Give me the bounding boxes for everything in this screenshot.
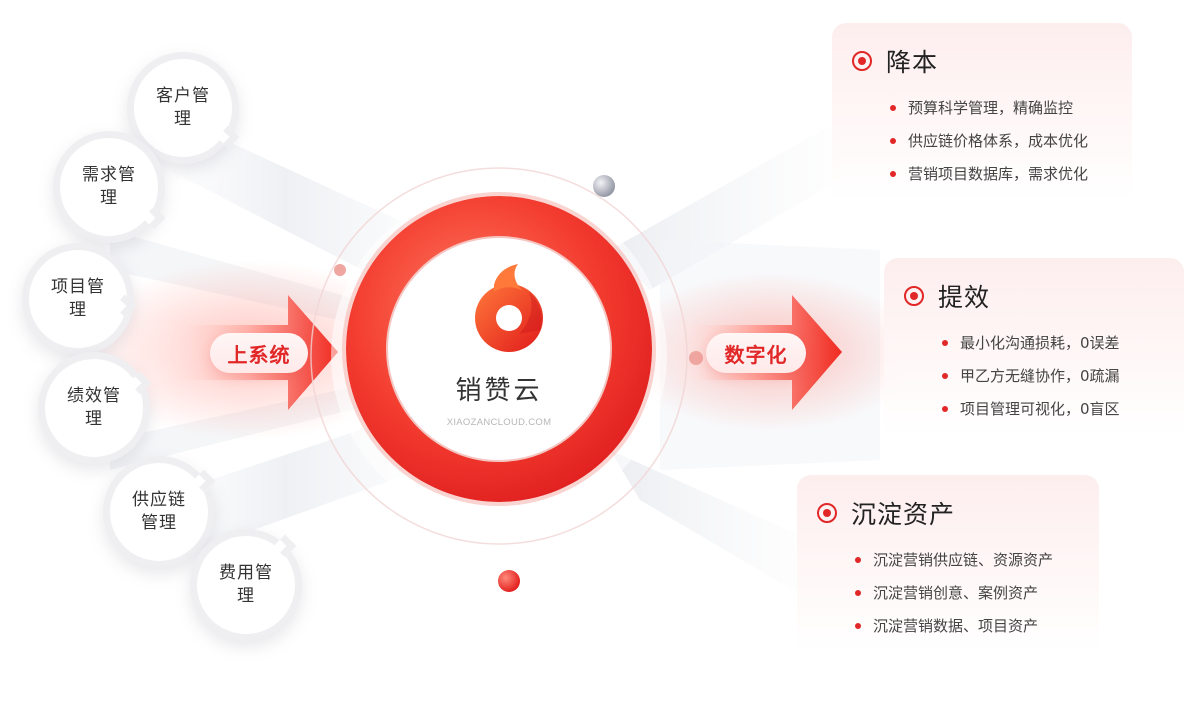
bullet-dot bbox=[855, 589, 861, 596]
band-left-upper bbox=[150, 110, 420, 300]
module-bubble-demand: 需求管理 bbox=[53, 131, 166, 243]
module-label: 费用管理 bbox=[219, 563, 273, 606]
bullet-dot bbox=[942, 405, 948, 412]
card-header: 提效 bbox=[904, 278, 990, 314]
module-bubble-performance: 绩效管理 bbox=[38, 352, 152, 464]
module-label: 客户管理 bbox=[156, 86, 210, 129]
arrow-label-left: 上系统 bbox=[210, 333, 308, 373]
bullet-dot bbox=[942, 339, 948, 346]
orbit-ball-red bbox=[498, 570, 520, 592]
benefit-card-cost: 降本 预算科学管理，精确监控 供应链价格体系，成本优化 营销项目数据库，需求优化 bbox=[832, 23, 1132, 201]
brand-logo-icon bbox=[475, 264, 543, 352]
bullet-dot bbox=[890, 170, 896, 177]
card-item: 项目管理可视化，0盲区 bbox=[942, 392, 1120, 425]
module-label: 需求管理 bbox=[82, 165, 136, 208]
card-item: 甲乙方无缝协作，0疏漏 bbox=[942, 359, 1120, 392]
card-item-text: 项目管理可视化，0盲区 bbox=[960, 400, 1120, 418]
card-item-text: 沉淀营销供应链、资源资产 bbox=[873, 551, 1054, 569]
outer-orbit bbox=[310, 167, 688, 545]
card-item-text: 最小化沟通损耗，0误差 bbox=[960, 334, 1120, 352]
card-item: 沉淀营销创意、案例资产 bbox=[855, 576, 1053, 609]
card-title: 降本 bbox=[886, 48, 939, 77]
band-right-lower bbox=[610, 450, 810, 600]
card-item: 预算科学管理，精确监控 bbox=[890, 91, 1088, 124]
card-item-text: 沉淀营销创意、案例资产 bbox=[873, 584, 1039, 602]
card-item: 沉淀营销供应链、资源资产 bbox=[855, 543, 1053, 576]
card-item-text: 甲乙方无缝协作，0疏漏 bbox=[960, 367, 1120, 385]
card-item: 沉淀营销数据、项目资产 bbox=[855, 609, 1053, 642]
brand-name: 销赞云 bbox=[455, 376, 543, 406]
card-title: 沉淀资产 bbox=[851, 500, 956, 529]
module-label: 项目管理 bbox=[51, 277, 105, 320]
card-list: 预算科学管理，精确监控 供应链价格体系，成本优化 营销项目数据库，需求优化 bbox=[890, 91, 1088, 190]
target-icon bbox=[904, 286, 924, 306]
module-bubble-expense: 费用管理 bbox=[190, 529, 302, 641]
benefit-card-efficiency: 提效 最小化沟通损耗，0误差 甲乙方无缝协作，0疏漏 项目管理可视化，0盲区 bbox=[884, 258, 1184, 436]
card-item: 营销项目数据库，需求优化 bbox=[890, 157, 1088, 190]
bullet-dot bbox=[855, 556, 861, 563]
orbit-ball-pink-right bbox=[689, 351, 703, 365]
module-label: 供应链管理 bbox=[132, 490, 186, 533]
bullet-dot bbox=[942, 372, 948, 379]
card-item-text: 沉淀营销数据、项目资产 bbox=[873, 617, 1039, 635]
bullet-dot bbox=[855, 622, 861, 629]
brand-block: 销赞云 XIAOZANCLOUD.COM bbox=[441, 265, 557, 435]
benefit-card-assets: 沉淀资产 沉淀营销供应链、资源资产 沉淀营销创意、案例资产 沉淀营销数据、项目资… bbox=[797, 475, 1099, 653]
bullet-dot bbox=[890, 104, 896, 111]
bullet-dot bbox=[890, 137, 896, 144]
card-item: 供应链价格体系，成本优化 bbox=[890, 124, 1088, 157]
orbit-ball-gray bbox=[593, 175, 615, 197]
module-bubble-project: 项目管理 bbox=[22, 243, 137, 355]
band-left-lower bbox=[150, 410, 420, 560]
module-bubble-supply-chain: 供应链管理 bbox=[103, 456, 216, 568]
card-list: 最小化沟通损耗，0误差 甲乙方无缝协作，0疏漏 项目管理可视化，0盲区 bbox=[942, 326, 1120, 425]
module-label: 绩效管理 bbox=[67, 386, 121, 429]
card-item-text: 预算科学管理，精确监控 bbox=[908, 99, 1074, 117]
card-item-text: 营销项目数据库，需求优化 bbox=[908, 165, 1089, 183]
target-icon bbox=[817, 503, 837, 523]
card-item: 最小化沟通损耗，0误差 bbox=[942, 326, 1120, 359]
orbit-ball-pink-left bbox=[334, 264, 346, 276]
card-title: 提效 bbox=[938, 283, 991, 312]
card-item-text: 供应链价格体系，成本优化 bbox=[908, 132, 1089, 150]
target-icon bbox=[852, 51, 872, 71]
brand-url: XIAOZANCLOUD.COM bbox=[446, 417, 552, 428]
card-header: 降本 bbox=[852, 43, 938, 79]
card-list: 沉淀营销供应链、资源资产 沉淀营销创意、案例资产 沉淀营销数据、项目资产 bbox=[855, 543, 1053, 642]
arrow-label-right: 数字化 bbox=[706, 333, 806, 373]
card-header: 沉淀资产 bbox=[817, 495, 955, 531]
